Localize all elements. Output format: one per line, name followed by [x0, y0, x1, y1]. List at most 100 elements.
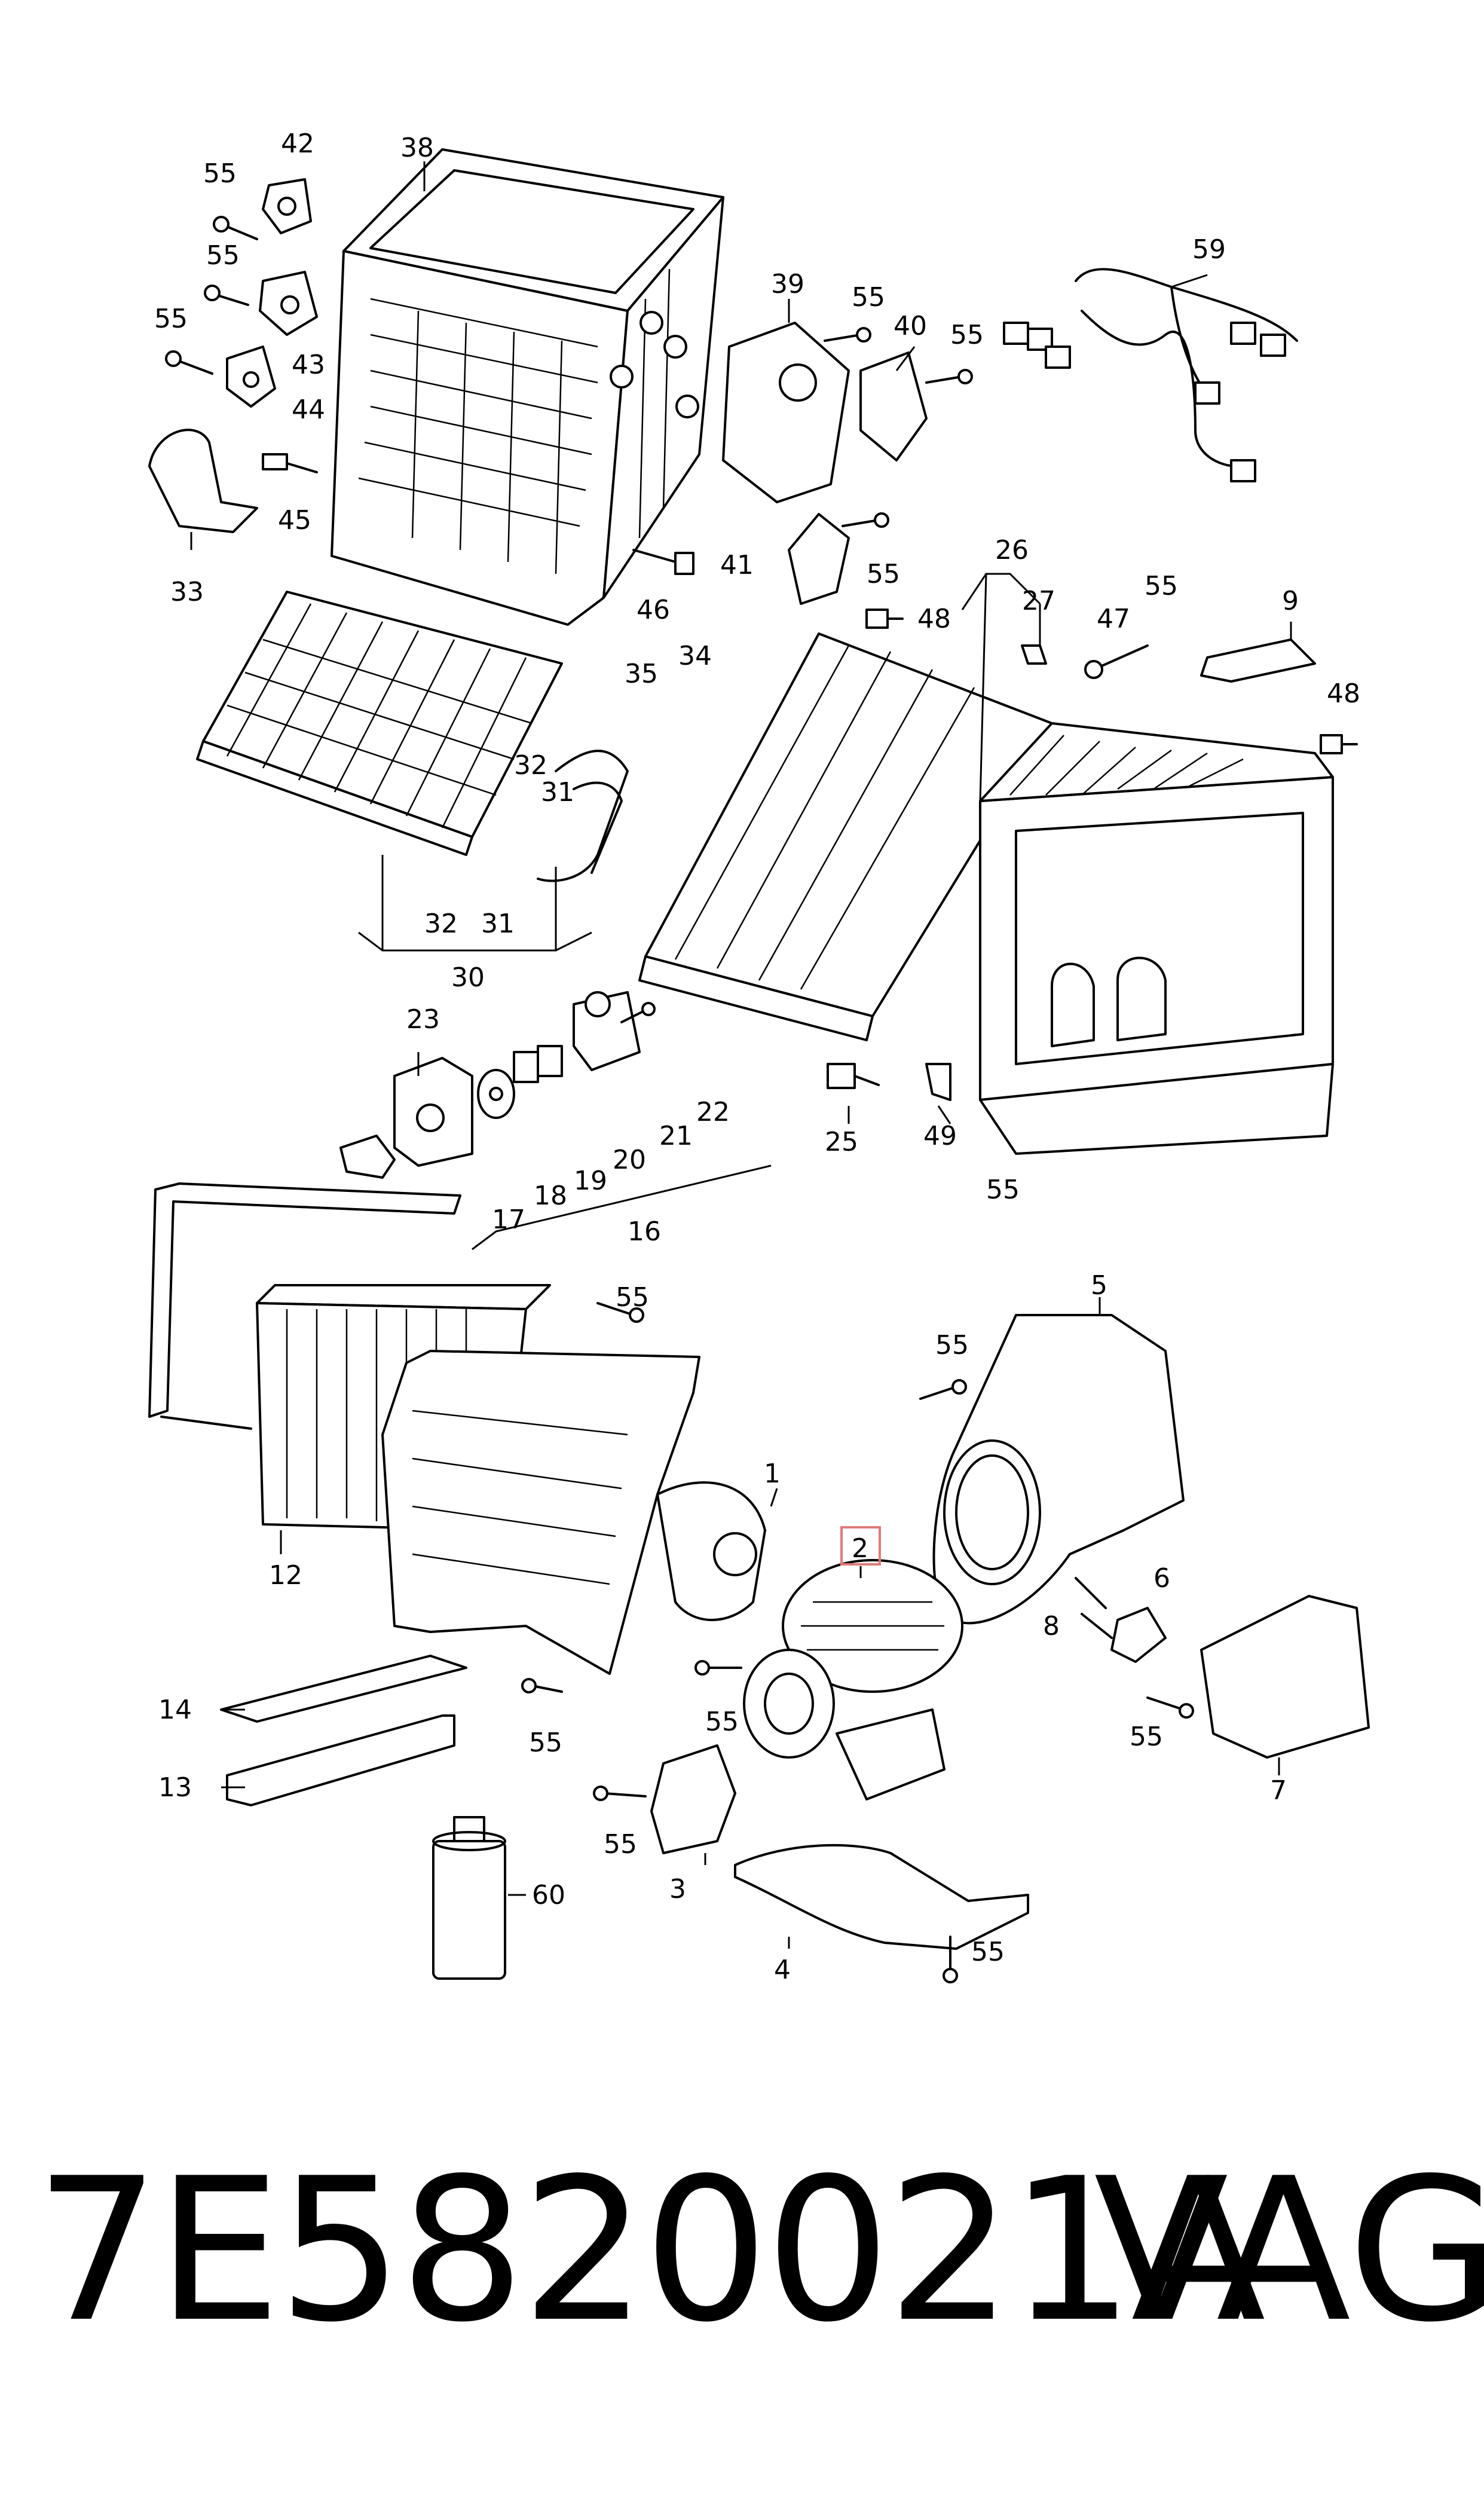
- callout-5: 5: [1091, 1270, 1107, 1301]
- callout-46: 46: [637, 595, 670, 625]
- callout-9: 9: [1282, 586, 1299, 616]
- callout-55: 55: [852, 282, 885, 313]
- callout-43: 43: [292, 350, 325, 380]
- callout-32: 32: [514, 750, 547, 781]
- heater-core: [196, 591, 629, 882]
- blower-housing-5: [932, 1314, 1185, 1625]
- callout-14: 14: [158, 1695, 192, 1725]
- callout-18: 18: [534, 1181, 567, 1211]
- grommets-48: [865, 609, 1358, 754]
- callout-39: 39: [771, 269, 804, 299]
- refrigerant-can-60: [432, 1816, 506, 1980]
- exploded-parts-diagram: 38 42 55 55 55 43 44 45 33 46 39 55 40 5…: [148, 129, 1370, 1985]
- callout-55: 55: [154, 304, 188, 334]
- callout-41: 41: [720, 550, 754, 580]
- cover-4: [734, 1844, 1029, 1950]
- callout-35: 35: [625, 659, 658, 689]
- callout-17: 17: [492, 1204, 525, 1235]
- callout-20: 20: [613, 1145, 646, 1175]
- actuator-41: [788, 513, 850, 605]
- leader-lines: [190, 161, 1292, 1949]
- blower-motor-2: [743, 1559, 963, 1800]
- bracket-7: [1200, 1595, 1370, 1759]
- expansion-valve-20-21: [573, 991, 641, 1071]
- bolt-47: [1084, 644, 1149, 679]
- callout-55: 55: [1130, 1722, 1163, 1752]
- callout-19: 19: [574, 1166, 607, 1196]
- callout-7: 7: [1270, 1775, 1287, 1806]
- callout-3: 3: [669, 1874, 686, 1904]
- callout-30: 30: [451, 962, 485, 993]
- callout-55: 55: [616, 1282, 649, 1313]
- sensor-25: [827, 1063, 880, 1089]
- seal-18-19: [513, 1045, 563, 1083]
- seal-strip-13: [226, 1714, 455, 1806]
- callout-32: 32: [424, 909, 458, 939]
- actuator-44: [226, 346, 276, 408]
- callout-44: 44: [292, 395, 325, 425]
- callout-55: 55: [705, 1707, 739, 1737]
- screws-55-mid: [824, 327, 973, 528]
- callout-55: 55: [604, 1829, 637, 1860]
- callout-55: 55: [950, 320, 984, 350]
- evaporator-housing: [638, 632, 1334, 1155]
- callout-49: 49: [923, 1121, 957, 1151]
- bracket-27: [1021, 644, 1047, 665]
- callout-47: 47: [1097, 604, 1130, 634]
- callout-13: 13: [158, 1772, 192, 1803]
- highlight-box: [840, 1526, 881, 1566]
- callout-31: 31: [481, 909, 515, 939]
- callout-4: 4: [774, 1955, 791, 1985]
- callout-40: 40: [894, 311, 927, 341]
- callout-55: 55: [986, 1175, 1020, 1205]
- callout-31: 31: [541, 777, 574, 808]
- callout-16: 16: [628, 1216, 661, 1247]
- wiring-harness-59: [1003, 268, 1298, 482]
- callout-21: 21: [659, 1121, 693, 1151]
- bracket-6: [1110, 1607, 1167, 1663]
- callout-48: 48: [1327, 678, 1360, 709]
- bolt-22: [620, 1002, 656, 1023]
- sensor-45: [262, 453, 318, 473]
- callout-45: 45: [278, 505, 311, 536]
- callout-42: 42: [281, 129, 314, 159]
- bolts-8: [1075, 1577, 1113, 1639]
- actuator-40: [859, 351, 928, 461]
- screws-55-top: [165, 216, 258, 375]
- actuator-42: [262, 178, 312, 234]
- callout-8: 8: [1043, 1611, 1060, 1641]
- callout-22: 22: [696, 1097, 730, 1127]
- callout-27: 27: [1022, 586, 1055, 616]
- callout-55: 55: [935, 1330, 969, 1361]
- callout-55: 55: [529, 1728, 562, 1758]
- part-number: 7E5820021A: [35, 2136, 1266, 2365]
- sensor-46: [632, 549, 694, 575]
- callout-38: 38: [400, 133, 434, 163]
- bracket-33: [148, 429, 258, 533]
- callout-labels: 38 42 55 55 55 43 44 45 33 46 39 55 40 5…: [154, 129, 1360, 1985]
- callout-23: 23: [406, 1004, 440, 1035]
- callout-12: 12: [269, 1560, 302, 1591]
- seal-23: [339, 1057, 473, 1179]
- callout-33: 33: [170, 577, 204, 607]
- callout-26: 26: [995, 535, 1029, 565]
- lower-housing-1: [381, 1350, 766, 1675]
- callout-55: 55: [1145, 571, 1178, 601]
- callout-55: 55: [867, 559, 900, 589]
- callout-60: 60: [532, 1880, 565, 1910]
- callout-25: 25: [825, 1127, 858, 1157]
- actuator-43: [259, 271, 318, 336]
- callout-55: 55: [206, 240, 240, 271]
- callout-55: 55: [971, 1937, 1005, 1967]
- callout-2: 2: [852, 1533, 868, 1564]
- actuator-39: [722, 322, 850, 503]
- brand-name: VAG: [1094, 2136, 1484, 2365]
- bracket-9: [1200, 638, 1316, 683]
- callout-6: 6: [1153, 1563, 1170, 1594]
- callout-48: 48: [917, 604, 951, 634]
- callout-55: 55: [203, 158, 237, 189]
- heater-housing-upper: [331, 148, 724, 626]
- callout-59: 59: [1192, 234, 1226, 265]
- seal-strip-14: [220, 1655, 467, 1723]
- clip-49: [925, 1063, 951, 1101]
